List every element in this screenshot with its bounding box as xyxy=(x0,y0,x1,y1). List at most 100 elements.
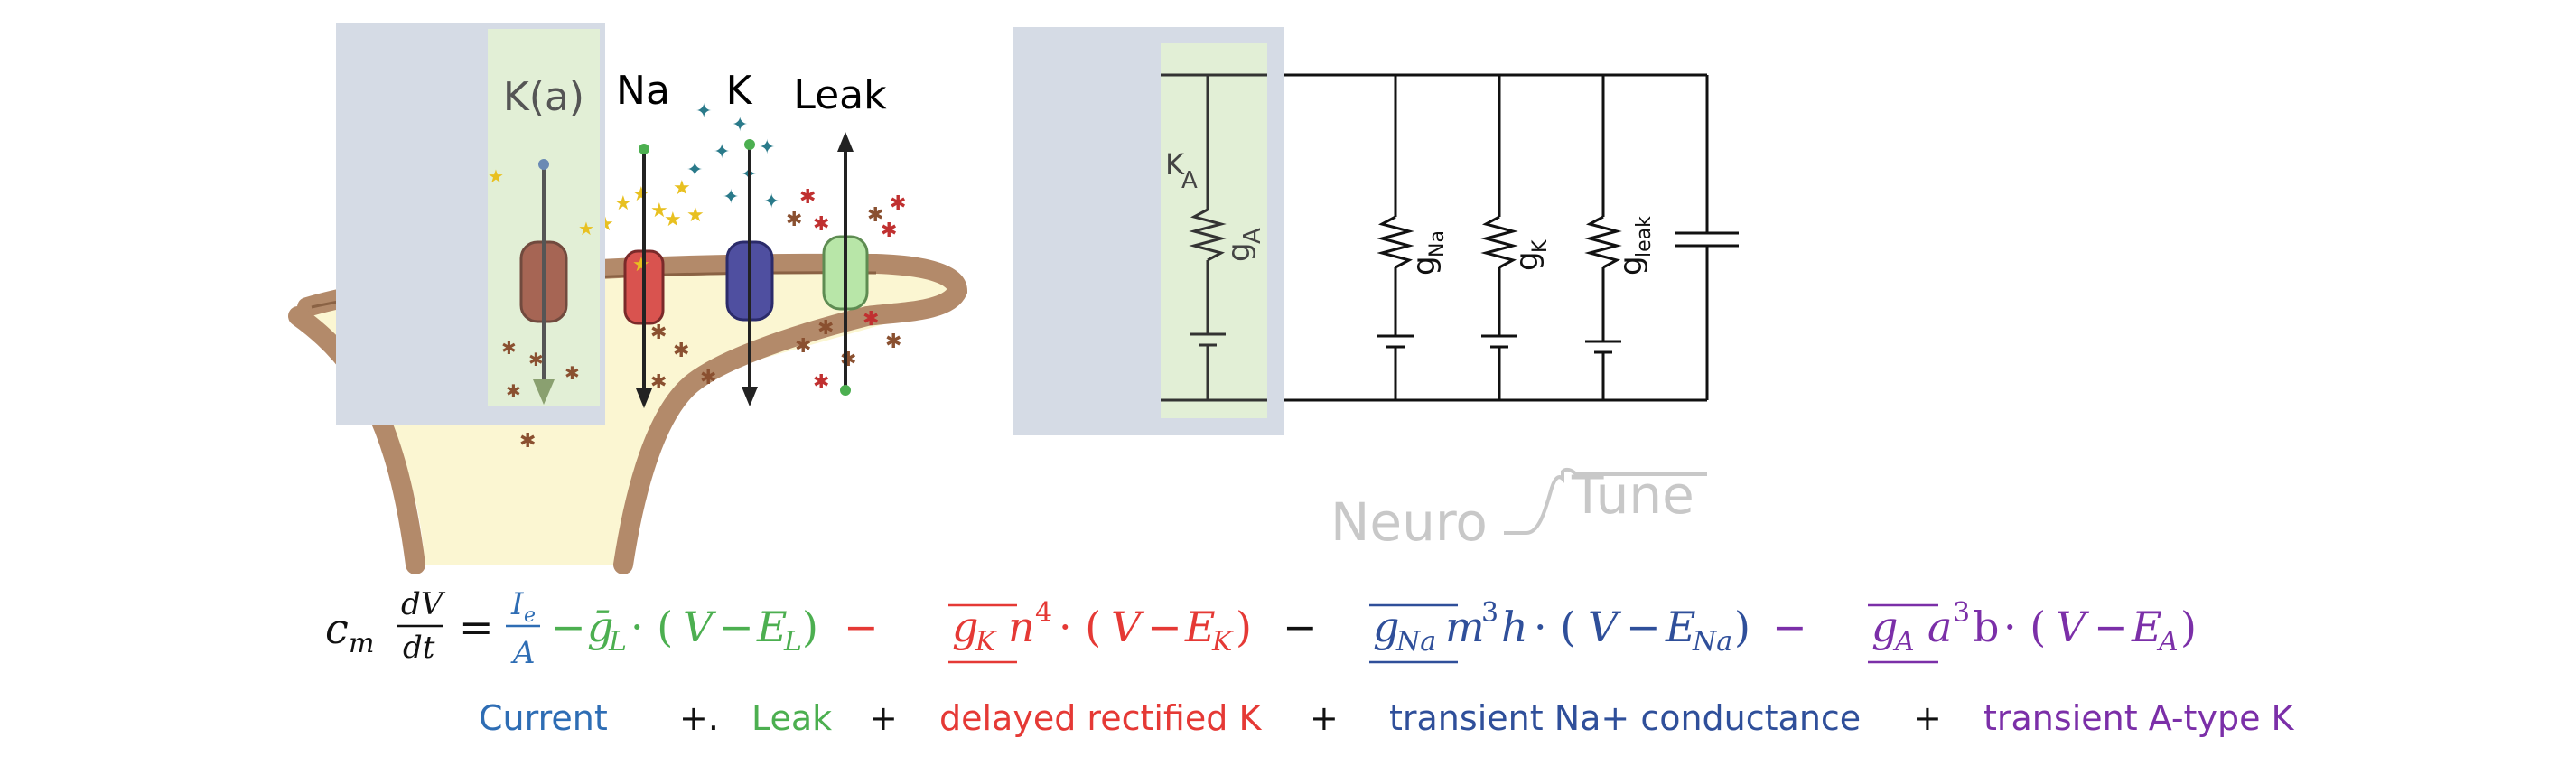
svg-text:✱: ✱ xyxy=(519,430,536,453)
svg-text:−: − xyxy=(844,603,879,651)
transient-a-term: − g A a 3 b · ( V − E A ) xyxy=(1772,597,2197,664)
svg-text:★: ★ xyxy=(614,192,632,215)
logo-tune: Tune xyxy=(1571,464,1694,526)
gna-branch xyxy=(1377,75,1414,400)
svg-text:Na: Na xyxy=(1395,626,1436,658)
svg-text:K: K xyxy=(975,626,997,658)
equation-legend: Current +. Leak + delayed rectified K + … xyxy=(479,698,2295,738)
svg-text:−: − xyxy=(719,603,754,651)
svg-text:−: − xyxy=(1626,603,1661,651)
legend-leak: Leak xyxy=(751,698,832,738)
capacitor-branch xyxy=(1675,75,1739,400)
neurotune-logo: Neuro Tune xyxy=(1330,464,1707,553)
svg-text:ḡ: ḡ xyxy=(587,603,613,651)
svg-text:dt: dt xyxy=(403,630,435,666)
svg-text:b: b xyxy=(1973,603,1999,651)
svg-text:✱: ✱ xyxy=(786,209,802,231)
svg-text:✦: ✦ xyxy=(759,136,775,159)
svg-text:✱: ✱ xyxy=(700,367,716,389)
svg-text:g: g xyxy=(952,603,978,651)
svg-text:✱: ✱ xyxy=(506,380,521,402)
ka-circuit-overlay-green xyxy=(1161,43,1267,418)
legend-plus-1: +. xyxy=(679,698,719,738)
svg-text:−: − xyxy=(2094,603,2129,651)
svg-text:I: I xyxy=(510,586,524,622)
svg-text:g: g xyxy=(1871,603,1898,651)
svg-text:✦: ✦ xyxy=(714,141,730,163)
svg-text:E: E xyxy=(1184,603,1216,651)
svg-text:★: ★ xyxy=(686,204,705,227)
svg-text:E: E xyxy=(756,603,788,651)
gleak-label: g xyxy=(1613,256,1649,276)
delayed-k-term: − g K n 4 · ( V − E K ) xyxy=(844,597,1252,664)
svg-text:V: V xyxy=(1588,603,1622,651)
gk-branch xyxy=(1480,75,1518,400)
ka-circuit-label: K xyxy=(1165,147,1185,182)
legend-plus-3: + xyxy=(1310,698,1339,738)
svg-text:· (: · ( xyxy=(1534,603,1576,651)
svg-text:✱: ✱ xyxy=(673,340,689,362)
svg-text:dV: dV xyxy=(401,586,446,622)
svg-text:✱: ✱ xyxy=(813,371,829,394)
legend-delayed-k: delayed rectified K xyxy=(939,698,1262,738)
svg-text:): ) xyxy=(802,603,818,651)
svg-text:V: V xyxy=(2056,603,2090,651)
svg-text:✱: ✱ xyxy=(867,204,883,227)
svg-text:✱: ✱ xyxy=(528,349,544,370)
svg-text:E: E xyxy=(1665,603,1696,651)
ka-circuit-subscript: A xyxy=(1181,167,1198,194)
legend-current: Current xyxy=(479,698,608,738)
svg-text:✱: ✱ xyxy=(795,335,811,358)
gleak-subscript: leak xyxy=(1633,216,1656,257)
svg-text:★: ★ xyxy=(488,165,504,187)
svg-text:A: A xyxy=(2156,626,2179,658)
gk-label: g xyxy=(1509,251,1545,271)
svg-text:✦: ✦ xyxy=(763,191,779,213)
svg-text:L: L xyxy=(783,626,802,658)
svg-text:★: ★ xyxy=(632,183,650,206)
circuit-diagram xyxy=(1269,73,1739,402)
svg-text:✱: ✱ xyxy=(650,371,667,394)
svg-text:−: − xyxy=(551,603,586,651)
svg-text:m: m xyxy=(1445,603,1485,651)
k-channel-label: K xyxy=(726,68,753,114)
svg-text:· (: · ( xyxy=(1059,603,1101,651)
svg-text:h: h xyxy=(1501,603,1528,651)
ka-ion-particles: ★ ✱✱ ✱✱ ★ xyxy=(488,165,594,402)
svg-text:c: c xyxy=(325,604,349,653)
ka-channel-label: K(a) xyxy=(503,74,584,120)
ka-circuit-overlay: K A g A xyxy=(1013,27,1284,435)
svg-text:4: 4 xyxy=(1035,597,1052,629)
svg-text:V: V xyxy=(1111,603,1145,651)
svg-text:−: − xyxy=(1283,603,1318,651)
svg-text:★: ★ xyxy=(632,254,650,276)
legend-transient-a: transient A-type K xyxy=(1983,698,2295,738)
svg-text:g: g xyxy=(1373,603,1399,651)
svg-text:−: − xyxy=(1147,603,1182,651)
leak-channel-label: Leak xyxy=(793,72,887,118)
membrane-equation: c m dV dt = I e A − ḡ L · ( V − E L ) − … xyxy=(325,586,2197,671)
legend-transient-na: transient Na+ conductance xyxy=(1389,698,1861,738)
current-term: I e A xyxy=(506,586,540,671)
gna-label: g xyxy=(1406,256,1442,276)
svg-text:n: n xyxy=(1008,603,1035,651)
gna-subscript: Na xyxy=(1426,230,1449,257)
svg-text:✱: ✱ xyxy=(813,213,829,236)
ga-label: g xyxy=(1221,242,1257,262)
svg-text:· (: · ( xyxy=(2003,603,2046,651)
svg-text:A: A xyxy=(510,635,536,671)
gleak-branch xyxy=(1584,75,1622,400)
svg-text:✦: ✦ xyxy=(686,159,703,182)
svg-text:✱: ✱ xyxy=(863,308,879,331)
k-current-arrow xyxy=(742,139,758,406)
svg-text:a: a xyxy=(1927,603,1952,651)
svg-text:K: K xyxy=(1211,626,1234,658)
gk-subscript: K xyxy=(1529,239,1552,253)
ka-current-arrow xyxy=(533,159,555,405)
leak-term: − ḡ L · ( V − E L ) xyxy=(551,603,818,658)
svg-text:): ) xyxy=(1734,603,1750,651)
svg-text:✦: ✦ xyxy=(723,186,739,209)
svg-text:V: V xyxy=(683,603,717,651)
na-current-arrow xyxy=(636,144,652,408)
